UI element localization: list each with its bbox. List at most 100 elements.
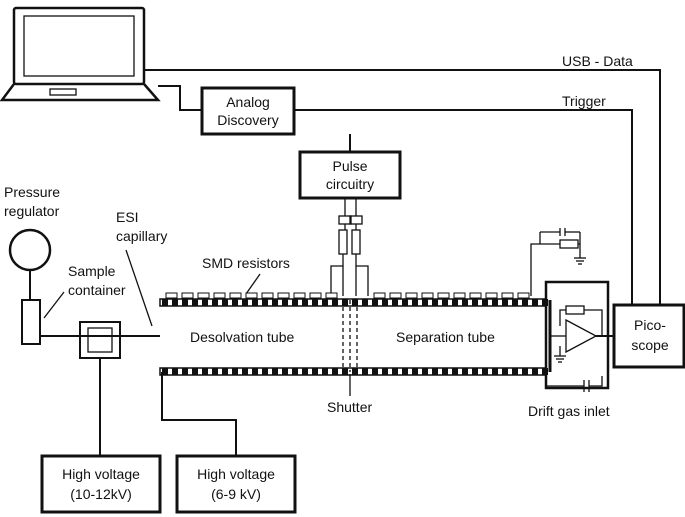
picoscope-label-line1: Pico- (634, 317, 666, 333)
smd-resistor (517, 292, 530, 299)
laptop-analog-wire (158, 85, 202, 111)
electrode-ring-top (202, 299, 208, 306)
picoscope-box: Pico- scope (612, 303, 685, 369)
hv2-wire (161, 372, 237, 456)
smd-resistor (325, 292, 338, 299)
electrode-ring-bottom (452, 368, 458, 375)
electrode-ring-top (392, 299, 398, 306)
high-voltage-1-box: High voltage (10-12kV) (40, 454, 162, 514)
electrode-ring-top (212, 299, 218, 306)
smd-resistor (197, 292, 210, 299)
pressure-regulator-label-line1: Pressure (4, 184, 60, 200)
esi-capillary-label-line1: ESI (116, 209, 139, 225)
drift-gas-inlet-capacitor (545, 376, 603, 392)
smd-resistor (309, 292, 322, 299)
electrode-ring-bottom (492, 368, 498, 375)
electrode-ring-bottom (252, 368, 258, 375)
electrode-ring-top (162, 299, 168, 306)
electrode-ring-bottom (182, 368, 188, 375)
electrode-ring-bottom (422, 368, 428, 375)
electrode-ring-bottom (482, 368, 488, 375)
electrode-ring-bottom (282, 368, 288, 375)
electrode-ring-bottom (522, 368, 528, 375)
trigger-label: Trigger (562, 93, 606, 109)
electrode-ring-top (272, 299, 278, 306)
analog-discovery-label-line2: Discovery (217, 112, 278, 128)
electrode-ring-top (332, 299, 338, 306)
smd-resistor (485, 292, 498, 299)
smd-resistor (261, 292, 274, 299)
electrode-ring-bottom (202, 368, 208, 375)
electrode-ring-bottom (352, 368, 358, 375)
high-voltage-2-label-line2: (6-9 kV) (211, 486, 261, 502)
separation-tube-label: Separation tube (396, 329, 495, 345)
electrode-ring-top (282, 299, 288, 306)
shutter-grids (342, 300, 358, 372)
faraday-detector-amplifier (544, 280, 614, 390)
electrode-ring-top (482, 299, 488, 306)
analog-discovery-label-line1: Analog (226, 94, 270, 110)
electrode-ring-bottom (292, 368, 298, 375)
analog-discovery-box: Analog Discovery (200, 86, 296, 136)
electrode-ring-top (532, 299, 538, 306)
sample-container-label-line1: Sample (68, 263, 116, 279)
electrode-ring-bottom (332, 368, 338, 375)
smd-resistor (213, 292, 226, 299)
smd-resistor (245, 292, 258, 299)
high-voltage-2-label-line1: High voltage (197, 466, 275, 482)
smd-resistor (389, 292, 402, 299)
electrode-ring-top (252, 299, 258, 306)
electrode-ring-bottom (172, 368, 178, 375)
electrode-ring-bottom (162, 368, 168, 375)
smd-resistor (405, 292, 418, 299)
desolvation-tube-label: Desolvation tube (190, 329, 295, 345)
electrode-ring-bottom (462, 368, 468, 375)
smd-resistor (373, 292, 386, 299)
electrode-ring-bottom (382, 368, 388, 375)
pulse-circuitry-label-line1: Pulse (332, 158, 367, 174)
sample-container-pointer (43, 291, 65, 319)
electrode-ring-bottom (262, 368, 268, 375)
electrode-ring-top (192, 299, 198, 306)
electrode-ring-top (412, 299, 418, 306)
electrode-ring-bottom (212, 368, 218, 375)
electrode-ring-bottom (232, 368, 238, 375)
electrode-ring-bottom (302, 368, 308, 375)
electrode-ring-top (362, 299, 368, 306)
smd-resistors-label: SMD resistors (202, 255, 290, 271)
electrode-ring-top (322, 299, 328, 306)
smd-resistor (181, 292, 194, 299)
shutter-label: Shutter (327, 399, 372, 415)
smd-resistor (277, 292, 290, 299)
smd-resistor (437, 292, 450, 299)
smd-resistors-pointer (245, 273, 261, 295)
electrode-ring-bottom (472, 368, 478, 375)
pulse-circuitry-label-line2: circuitry (326, 176, 374, 192)
usb-data-label: USB - Data (562, 53, 633, 69)
pressure-regulator-label-line2: regulator (4, 203, 60, 219)
high-voltage-2-box: High voltage (6-9 kV) (175, 454, 297, 514)
electrode-ring-top (402, 299, 408, 306)
electrode-ring-top (432, 299, 438, 306)
esi-capillary-pointer (125, 249, 153, 327)
picoscope-label-line2: scope (631, 337, 669, 353)
electrode-ring-bottom (192, 368, 198, 375)
electrode-ring-top (452, 299, 458, 306)
sample-container (21, 299, 41, 345)
electrode-ring-top (472, 299, 478, 306)
smd-resistor (501, 292, 514, 299)
electrode-ring-top (372, 299, 378, 306)
electrode-ring-top (382, 299, 388, 306)
electrode-ring-top (292, 299, 298, 306)
electrode-ring-bottom (312, 368, 318, 375)
electrode-ring-top (222, 299, 228, 306)
electrode-ring-bottom (392, 368, 398, 375)
trigger-wire (294, 109, 633, 305)
electrode-ring-bottom (502, 368, 508, 375)
electrode-ring-bottom (442, 368, 448, 375)
electrode-ring-bottom (222, 368, 228, 375)
electrode-ring-top (262, 299, 268, 306)
electrode-ring-bottom (272, 368, 278, 375)
smd-resistor-row (165, 292, 530, 299)
